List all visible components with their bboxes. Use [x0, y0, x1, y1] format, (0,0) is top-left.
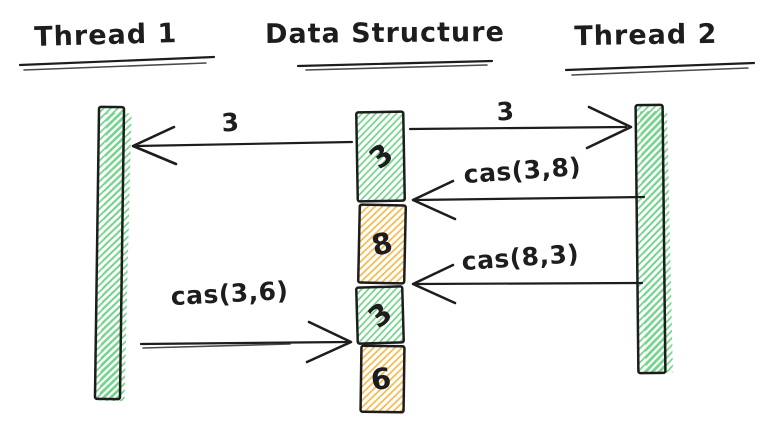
arrow-read3-thread2-label: 3 [496, 97, 515, 127]
arrow-read3-thread1-label: 3 [220, 107, 240, 137]
arrow-cas-3-6-label: cas(3,6) [170, 276, 289, 311]
value-box-2-rect [356, 203, 408, 285]
arrow-cas-8-3-head [411, 263, 457, 305]
arrow-read3-thread1-shaft [134, 140, 354, 148]
thread2-lifeline-bar [634, 103, 667, 375]
thread2-title: Thread 2 [574, 19, 718, 52]
arrow-cas-3-8-shaft [413, 195, 646, 202]
thread2-lifeline [634, 103, 673, 375]
value-box-4-rect [359, 344, 406, 414]
value-box-1-rect [355, 110, 406, 203]
thread1-underline [18, 55, 216, 67]
thread1-heading: Thread 1 [18, 18, 216, 71]
arrow-cas-3-8-head [411, 179, 457, 221]
value-box-4: 6 [359, 344, 406, 414]
value-box-3-rect [355, 285, 405, 345]
arrow-cas-3-8-label: cas(3,8) [463, 152, 582, 189]
arrow-cas-3-6: cas(3,6) [139, 276, 353, 364]
arrow-read3-thread1-head [131, 125, 178, 166]
arrow-cas-3-6-shaft [139, 340, 350, 346]
datastructure-title: Data Structure [265, 17, 505, 50]
value-box-1: 3 [355, 110, 406, 203]
arrow-cas-3-6-head [305, 320, 353, 364]
datastructure-underline [296, 59, 494, 68]
datastructure-column: 3 8 3 6 [355, 110, 408, 414]
arrow-read3-thread2-head [585, 105, 633, 150]
arrow-read3-to-thread2: 3 [408, 97, 633, 150]
arrow-cas-3-8: cas(3,8) [411, 152, 646, 221]
arrow-cas-3-6-shaft-sketch [142, 343, 291, 349]
arrow-cas-8-3-shaft [413, 281, 644, 286]
thread1-lifeline-bar [93, 105, 126, 401]
datastructure-heading: Data Structure [265, 17, 505, 71]
thread1-lifeline [93, 105, 132, 402]
datastructure-underline-2 [305, 64, 488, 71]
arrow-cas-8-3: cas(8,3) [411, 239, 644, 305]
value-box-3: 3 [355, 285, 405, 345]
value-box-4-label: 6 [369, 361, 393, 397]
thread2-heading: Thread 2 [564, 19, 756, 76]
thread2-underline [564, 61, 756, 72]
arrow-read3-to-thread1: 3 [131, 107, 354, 166]
arrow-cas-8-3-label: cas(8,3) [461, 239, 580, 276]
thread1-title: Thread 1 [34, 18, 178, 53]
arrow-read3-thread2-shaft [408, 125, 628, 131]
thread2-underline-2 [571, 67, 749, 76]
thread1-underline-2 [23, 62, 207, 71]
value-box-2: 8 [356, 203, 408, 285]
